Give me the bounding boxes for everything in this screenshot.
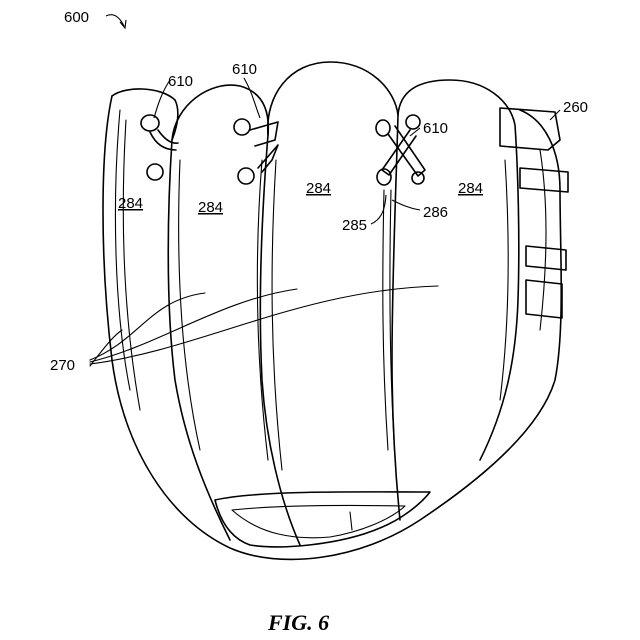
finger-stall-label-2: 284 xyxy=(198,199,223,216)
lace-label-c: 610 xyxy=(423,120,448,137)
lace-label-b: 610 xyxy=(232,61,257,78)
back-strap-label: 260 xyxy=(563,99,588,116)
glove-body xyxy=(103,62,568,559)
seam-left-label: 285 xyxy=(342,217,367,234)
finger-stall-2 xyxy=(172,85,300,545)
figure-caption: FIG. 6 xyxy=(267,610,329,635)
glove-outer-shell xyxy=(103,96,561,559)
padding-lines-label: 270 xyxy=(50,357,75,374)
lace-hole-4 xyxy=(238,168,254,184)
figure-number-label: 600 xyxy=(64,9,89,26)
seam-right-label: 286 xyxy=(423,204,448,221)
finger-stall-label-3: 284 xyxy=(306,180,331,197)
lace-hole-1 xyxy=(141,115,159,131)
finger-stall-label-1: 284 xyxy=(118,195,143,212)
lace-hole-2 xyxy=(147,164,163,180)
padding-lines xyxy=(90,286,438,366)
lace-hole-3 xyxy=(234,119,250,135)
finger-stall-label-4: 284 xyxy=(458,180,483,197)
leader-lines xyxy=(106,15,560,224)
lace-label-a: 610 xyxy=(168,73,193,90)
lacing xyxy=(141,115,425,185)
